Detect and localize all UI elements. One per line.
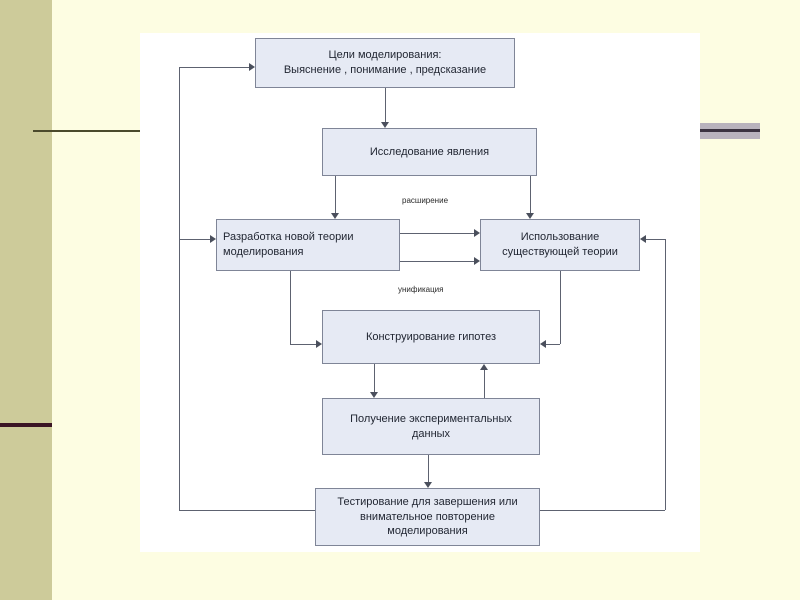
edge-unification bbox=[400, 261, 474, 262]
arrowhead-left-rail-to-new-theory bbox=[210, 235, 216, 243]
left-band-accent-line bbox=[0, 423, 52, 427]
arrowhead-unification bbox=[474, 257, 480, 265]
edge-left-rail-to-new-theory bbox=[179, 239, 210, 240]
arrowhead-goals-to-research bbox=[381, 122, 389, 128]
edge-left-rail bbox=[179, 67, 180, 510]
node-new-theory[interactable]: Разработка новой теории моделирования bbox=[216, 219, 400, 271]
edge-hypotheses-to-experiment bbox=[374, 364, 375, 392]
node-goals-line1: Цели моделирования: bbox=[328, 49, 442, 62]
node-hypotheses[interactable]: Конструирование гипотез bbox=[322, 310, 540, 364]
node-testing-line1: Тестирование для завершения или bbox=[337, 495, 518, 508]
node-testing[interactable]: Тестирование для завершения или внимател… bbox=[315, 488, 540, 546]
edge-use-theory-to-hypotheses-h bbox=[546, 344, 560, 345]
arrowhead-expansion bbox=[474, 229, 480, 237]
node-new-theory-line2: моделирования bbox=[223, 246, 304, 258]
node-research-line1: Исследование явления bbox=[369, 145, 490, 158]
node-goals-line2: Выяснение , понимание , предсказание bbox=[283, 64, 487, 76]
node-experiment-line1: Получение экспериментальных bbox=[350, 412, 512, 425]
edge-label-expansion: расширение bbox=[402, 196, 449, 205]
arrowhead-use-theory-to-hypotheses bbox=[540, 340, 546, 348]
node-goals[interactable]: Цели моделирования: Выяснение , понимани… bbox=[255, 38, 515, 88]
edge-new-theory-to-hypotheses-v bbox=[290, 271, 291, 344]
left-color-band bbox=[0, 0, 52, 600]
arrowhead-experiment-to-testing bbox=[424, 482, 432, 488]
right-accent-bar-line bbox=[700, 129, 760, 132]
diagram-canvas: Цели моделирования: Выяснение , понимани… bbox=[140, 33, 700, 552]
edge-research-to-use-theory bbox=[530, 176, 531, 213]
node-testing-line3: моделирования bbox=[387, 525, 468, 538]
edge-left-rail-to-goals bbox=[179, 67, 249, 68]
arrowhead-new-theory-to-hypotheses bbox=[316, 340, 322, 348]
node-new-theory-line1: Разработка новой теории bbox=[223, 231, 354, 244]
edge-experiment-to-hypotheses bbox=[484, 370, 485, 398]
node-use-theory[interactable]: Использование существующей теории bbox=[480, 219, 640, 271]
edge-expansion bbox=[400, 233, 474, 234]
node-use-theory-line1: Использование bbox=[520, 231, 600, 244]
arrowhead-experiment-to-hypotheses bbox=[480, 364, 488, 370]
edge-new-theory-to-hypotheses-h bbox=[290, 344, 316, 345]
node-testing-line2: внимательное повторение bbox=[360, 510, 495, 523]
arrowhead-hypotheses-to-experiment bbox=[370, 392, 378, 398]
arrowhead-right-rail-to-use-theory bbox=[640, 235, 646, 243]
arrowhead-research-to-new-theory bbox=[331, 213, 339, 219]
edge-label-unification: унификация bbox=[398, 285, 444, 294]
node-hypotheses-line1: Конструирование гипотез bbox=[365, 330, 497, 343]
edge-right-rail-to-use-theory bbox=[646, 239, 665, 240]
arrowhead-left-rail-to-goals bbox=[249, 63, 255, 71]
node-experiment[interactable]: Получение экспериментальных данных bbox=[322, 398, 540, 455]
edge-right-rail bbox=[665, 239, 666, 510]
node-experiment-line2: данных bbox=[411, 427, 451, 440]
edge-goals-to-research bbox=[385, 88, 386, 122]
node-research[interactable]: Исследование явления bbox=[322, 128, 537, 176]
node-use-theory-line2: существующей теории bbox=[502, 246, 618, 258]
edge-use-theory-to-hypotheses-v bbox=[560, 271, 561, 344]
edge-research-to-new-theory bbox=[335, 176, 336, 213]
edge-experiment-to-testing bbox=[428, 455, 429, 482]
edge-testing-to-left-rail bbox=[179, 510, 315, 511]
edge-testing-to-right-rail bbox=[540, 510, 665, 511]
arrowhead-research-to-use-theory bbox=[526, 213, 534, 219]
